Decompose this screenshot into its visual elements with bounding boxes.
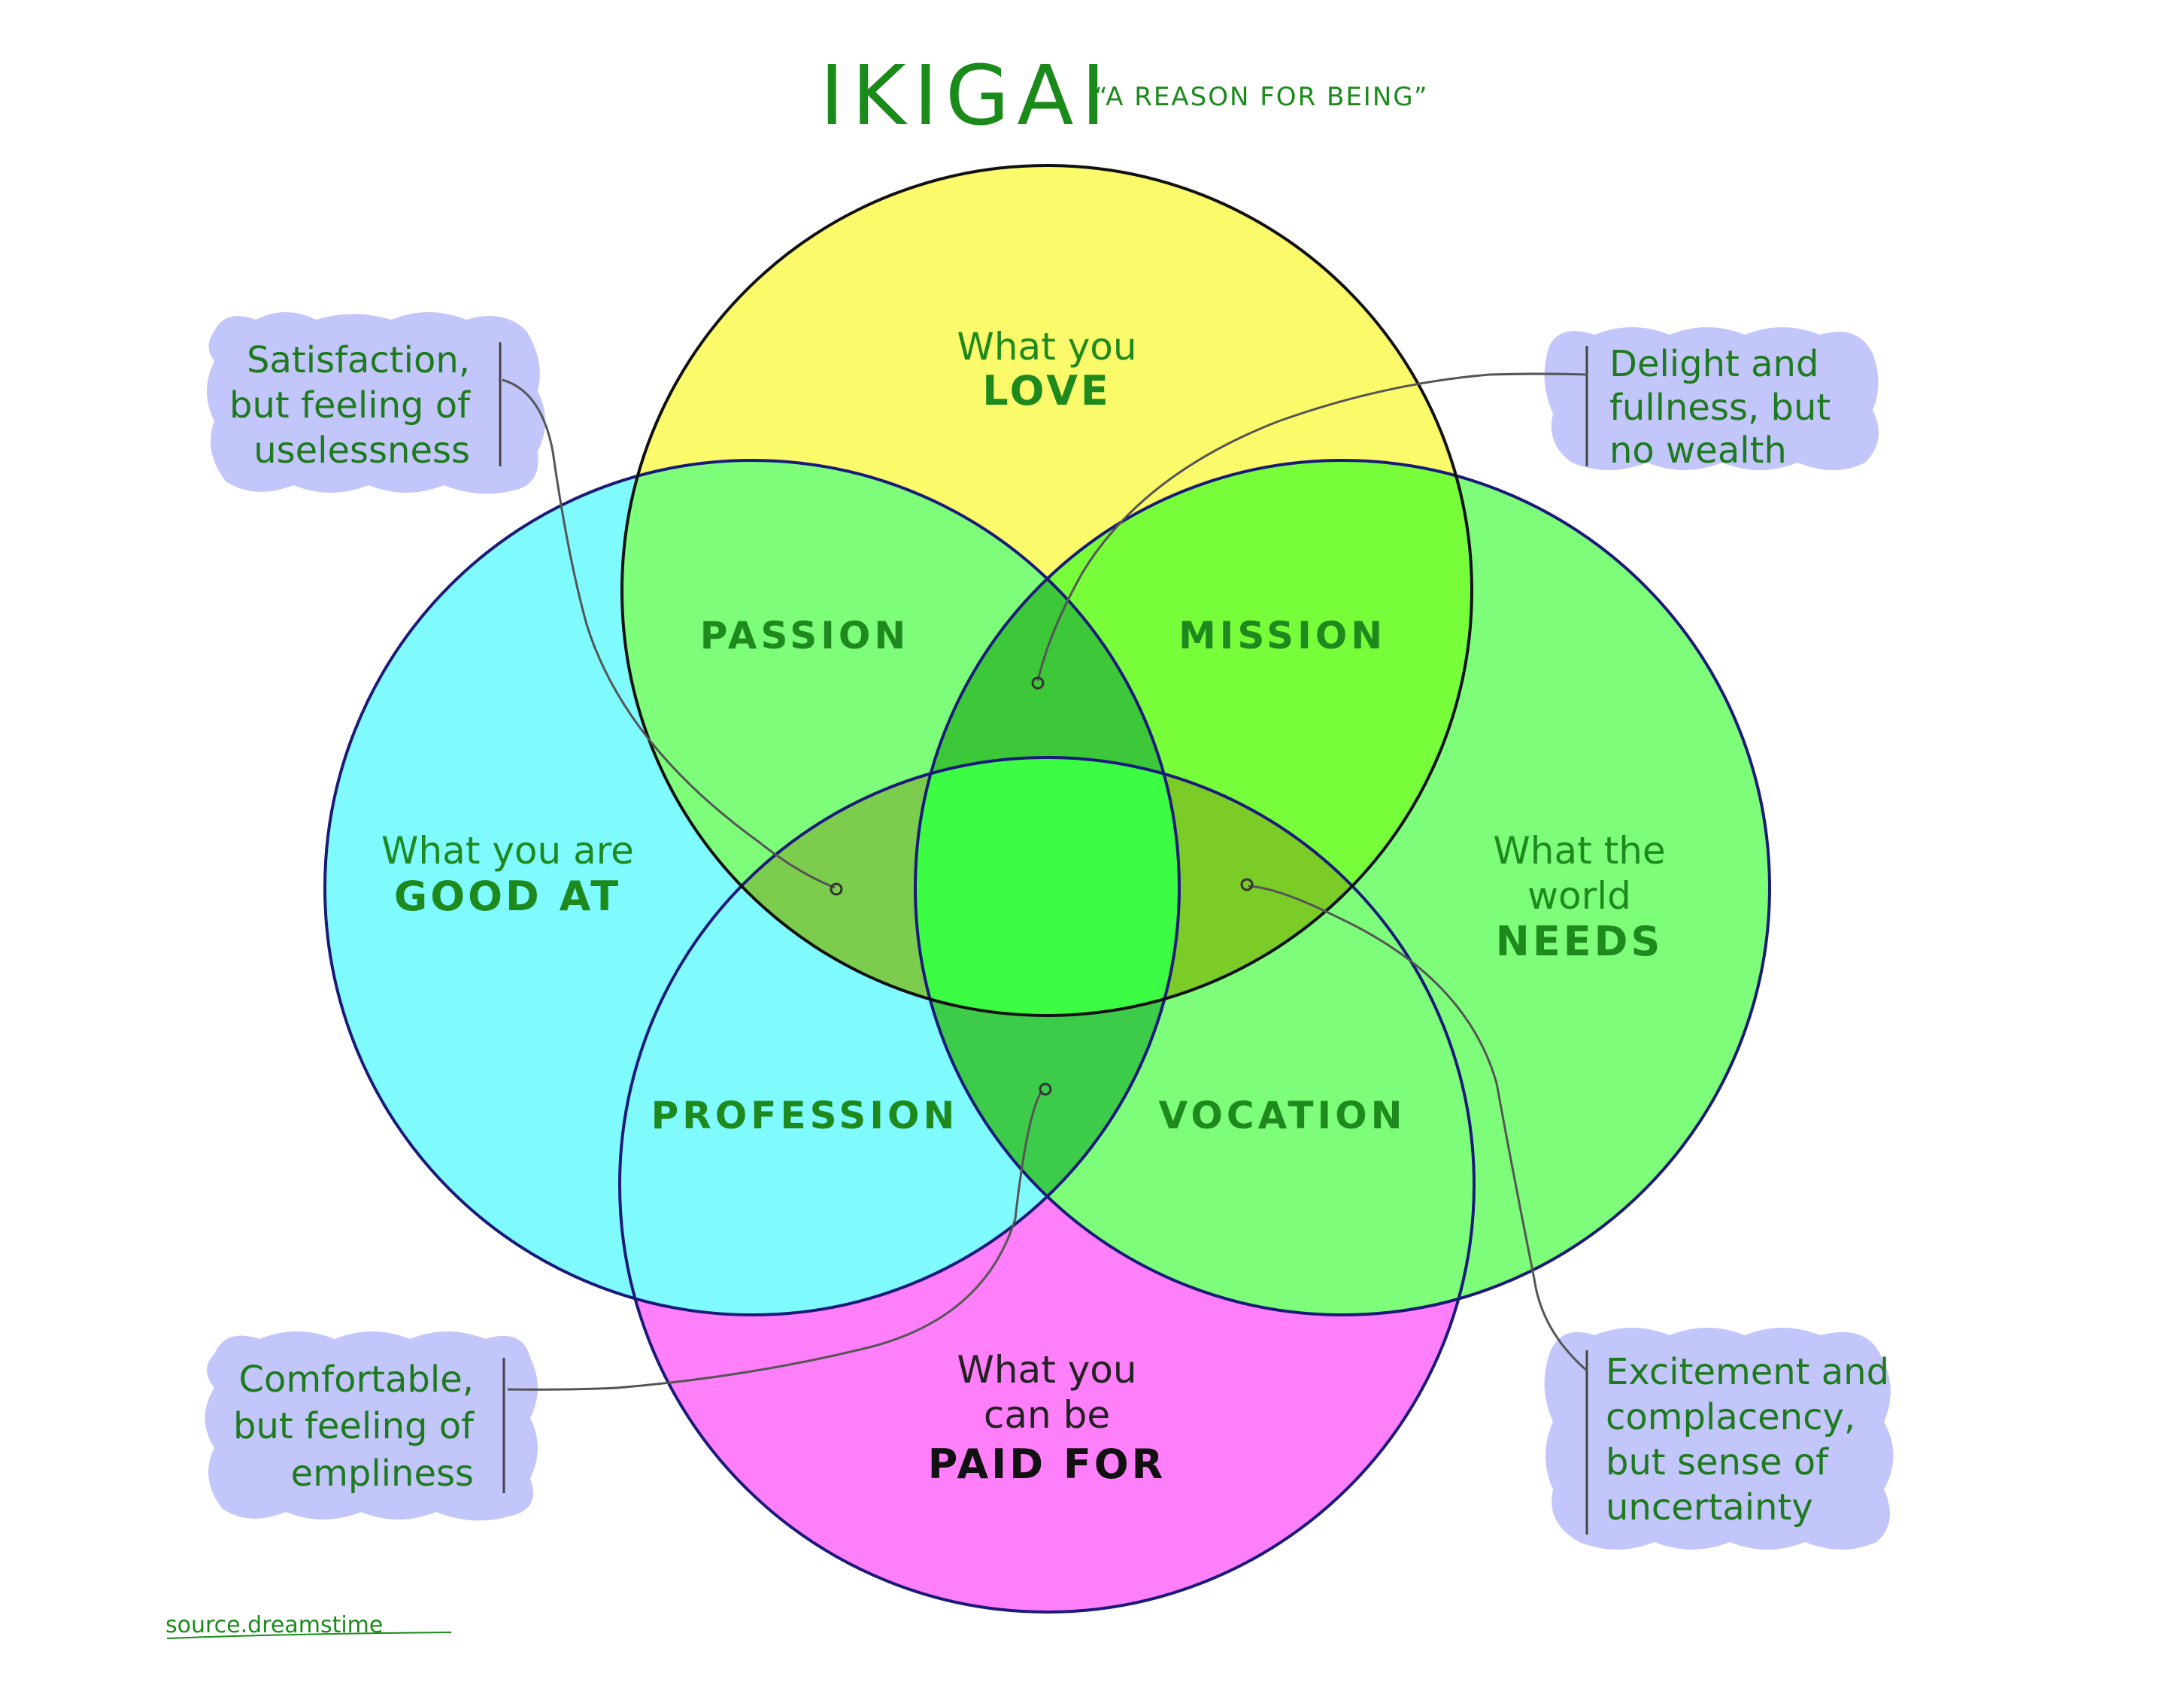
leader-bottom-right <box>1248 885 1588 1372</box>
note-bottom-left-line3: empliness <box>291 1453 474 1495</box>
world-needs-label-line1: What the <box>1493 829 1665 873</box>
note-top-right-line2: fullness, but <box>1609 387 1831 429</box>
good-at-label: What you are GOOD AT <box>381 829 634 920</box>
mission-label: MISSION <box>1178 614 1386 657</box>
note-top-right: Delight and fullness, but no wealth <box>1544 327 1879 472</box>
circle-outlines <box>323 164 1771 1614</box>
note-top-left-line1: Satisfaction, <box>247 339 470 381</box>
leader-top-right <box>1036 372 1588 682</box>
leader-top-left <box>502 378 836 889</box>
note-top-left-line2: but feeling of <box>229 384 471 427</box>
good-at-label-line2: GOOD AT <box>394 873 621 920</box>
page-title: IKIGAI <box>820 47 1113 144</box>
world-needs-label-line3: NEEDS <box>1496 918 1664 965</box>
world-needs-label-line2: world <box>1527 874 1631 918</box>
overlap-fills <box>620 460 1474 1315</box>
leader-bottom-left <box>507 1090 1043 1391</box>
note-bottom-right-line2: complacency, <box>1606 1396 1855 1438</box>
note-bottom-right: Excitement and complacency, but sense of… <box>1544 1328 1894 1550</box>
paid-for-label-line2: can be <box>984 1393 1110 1437</box>
note-bottom-right-line1: Excitement and <box>1606 1351 1889 1393</box>
note-top-left: Satisfaction, but feeling of uselessness <box>207 312 545 494</box>
good-at-label-line1: What you are <box>381 829 634 873</box>
note-top-right-line1: Delight and <box>1609 343 1818 385</box>
leader-lines <box>502 372 1588 1391</box>
page-subtitle: “A REASON FOR BEING” <box>1094 82 1428 112</box>
world-needs-label: What the world NEEDS <box>1493 829 1665 965</box>
paid-for-label-line3: PAID FOR <box>928 1441 1166 1488</box>
note-bottom-right-line4: uncertainty <box>1606 1486 1813 1529</box>
paid-for-label: What you can be PAID FOR <box>928 1348 1166 1488</box>
passion-label: PASSION <box>700 614 909 657</box>
love-label-line1: What you <box>957 325 1136 369</box>
note-bottom-left: Comfortable, but feeling of empliness <box>205 1331 538 1521</box>
vocation-label: VOCATION <box>1159 1094 1406 1137</box>
source-underline <box>166 1632 452 1639</box>
love-label-line2: LOVE <box>982 367 1112 414</box>
profession-label: PROFESSION <box>651 1094 959 1137</box>
love-label: What you LOVE <box>957 325 1136 414</box>
note-bottom-left-line1: Comfortable, <box>239 1359 474 1401</box>
paid-for-label-line1: What you <box>957 1348 1136 1392</box>
note-bottom-right-line3: but sense of <box>1606 1441 1829 1483</box>
note-top-left-line3: uselessness <box>253 430 470 472</box>
leader-dots <box>830 676 1254 1096</box>
note-bottom-left-line2: but feeling of <box>233 1405 475 1447</box>
note-top-right-line3: no wealth <box>1609 430 1787 472</box>
